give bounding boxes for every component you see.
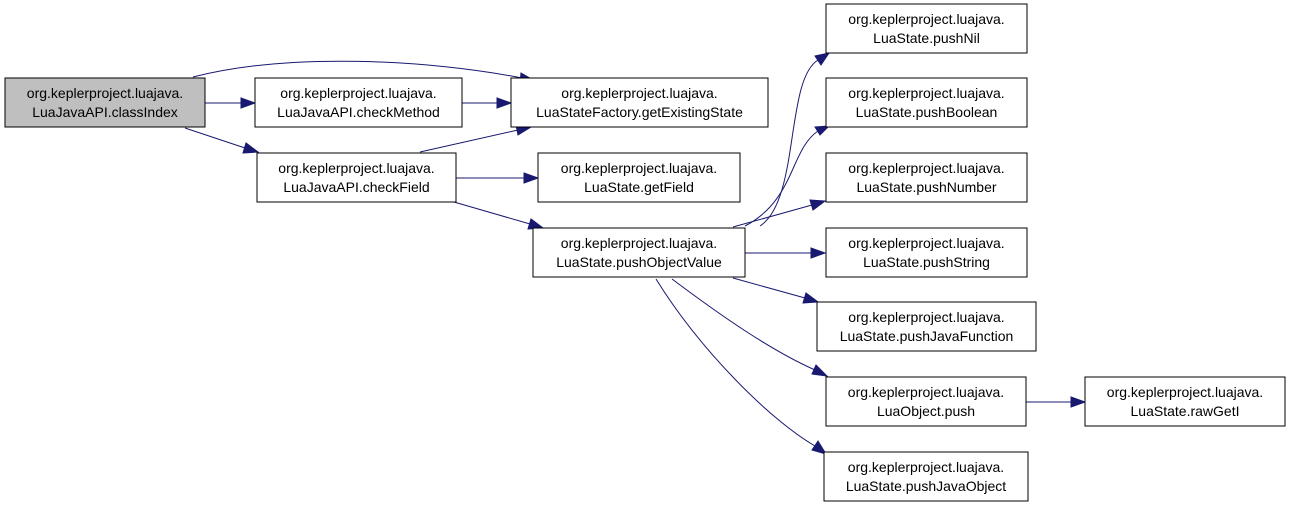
node-pushObjectValue-package: org.keplerproject.luajava. bbox=[561, 235, 717, 251]
node-classIndex[interactable]: org.keplerproject.luajava. LuaJavaAPI.cl… bbox=[4, 77, 206, 128]
node-pushNil-method: LuaState.pushNil bbox=[873, 30, 980, 46]
node-pushObjectValue[interactable]: org.keplerproject.luajava. LuaState.push… bbox=[532, 227, 746, 278]
edge-pushObjectValue-pushNumber bbox=[732, 199, 827, 228]
node-classIndex-method: LuaJavaAPI.classIndex bbox=[32, 104, 178, 120]
node-getExistingState-method: LuaStateFactory.getExistingState bbox=[536, 104, 743, 120]
node-checkMethod[interactable]: org.keplerproject.luajava. LuaJavaAPI.ch… bbox=[254, 77, 463, 128]
node-rawGetI-method: LuaState.rawGetI bbox=[1131, 403, 1240, 419]
node-pushJavaObject[interactable]: org.keplerproject.luajava. LuaState.push… bbox=[823, 451, 1029, 502]
node-checkMethod-method: LuaJavaAPI.checkMethod bbox=[277, 104, 440, 120]
node-pushNumber[interactable]: org.keplerproject.luajava. LuaState.push… bbox=[825, 152, 1028, 203]
node-pushJavaFunction[interactable]: org.keplerproject.luajava. LuaState.push… bbox=[816, 301, 1037, 352]
node-pushNumber-method: LuaState.pushNumber bbox=[856, 179, 996, 195]
edge-checkMethod-getExistingState bbox=[462, 97, 513, 109]
node-pushObjectValue-method: LuaState.pushObjectValue bbox=[556, 254, 722, 270]
edge-luaObjectPush-rawGetI bbox=[1026, 396, 1087, 408]
node-getExistingState-package: org.keplerproject.luajava. bbox=[561, 85, 717, 101]
node-checkField-method: LuaJavaAPI.checkField bbox=[283, 179, 429, 195]
edge-pushObjectValue-pushJavaObject bbox=[655, 278, 828, 455]
node-pushString[interactable]: org.keplerproject.luajava. LuaState.push… bbox=[825, 227, 1028, 278]
node-getExistingState[interactable]: org.keplerproject.luajava. LuaStateFacto… bbox=[510, 77, 769, 128]
edge-pushObjectValue-pushJavaFunction bbox=[732, 277, 820, 304]
edge-pushObjectValue-pushBoolean bbox=[744, 125, 831, 227]
edge-classIndex-checkMethod bbox=[205, 97, 257, 109]
node-checkField-package: org.keplerproject.luajava. bbox=[278, 160, 434, 176]
node-pushJavaFunction-package: org.keplerproject.luajava. bbox=[848, 309, 1004, 325]
node-luaObjectPush-package: org.keplerproject.luajava. bbox=[848, 384, 1004, 400]
node-getField-method: LuaState.getField bbox=[584, 179, 694, 195]
node-checkField[interactable]: org.keplerproject.luajava. LuaJavaAPI.ch… bbox=[256, 152, 457, 203]
edge-classIndex-checkField bbox=[184, 127, 260, 154]
edge-checkField-pushObjectValue bbox=[453, 201, 545, 230]
node-pushBoolean[interactable]: org.keplerproject.luajava. LuaState.push… bbox=[825, 77, 1028, 128]
node-pushNil-package: org.keplerproject.luajava. bbox=[848, 11, 1004, 27]
node-pushString-package: org.keplerproject.luajava. bbox=[848, 235, 1004, 251]
edge-pushObjectValue-pushString bbox=[745, 247, 827, 259]
node-pushNil[interactable]: org.keplerproject.luajava. LuaState.push… bbox=[825, 3, 1028, 54]
node-pushJavaObject-package: org.keplerproject.luajava. bbox=[848, 459, 1004, 475]
node-pushJavaObject-method: LuaState.pushJavaObject bbox=[846, 478, 1006, 494]
node-pushBoolean-package: org.keplerproject.luajava. bbox=[848, 85, 1004, 101]
node-luaObjectPush[interactable]: org.keplerproject.luajava. LuaObject.pus… bbox=[825, 376, 1027, 427]
edge-checkField-getField bbox=[456, 172, 540, 184]
node-pushString-method: LuaState.pushString bbox=[863, 254, 990, 270]
node-pushBoolean-method: LuaState.pushBoolean bbox=[856, 104, 998, 120]
edge-checkField-getExistingState bbox=[419, 124, 533, 153]
node-getField-package: org.keplerproject.luajava. bbox=[561, 160, 717, 176]
edge-pushObjectValue-luaObjectPush bbox=[671, 278, 829, 377]
node-pushJavaFunction-method: LuaState.pushJavaFunction bbox=[840, 328, 1014, 344]
node-luaObjectPush-method: LuaObject.push bbox=[877, 403, 975, 419]
edge-pushObjectValue-pushNil bbox=[759, 52, 831, 227]
node-getField[interactable]: org.keplerproject.luajava. LuaState.getF… bbox=[537, 152, 741, 203]
node-rawGetI[interactable]: org.keplerproject.luajava. LuaState.rawG… bbox=[1084, 376, 1286, 427]
node-checkMethod-package: org.keplerproject.luajava. bbox=[280, 85, 436, 101]
node-rawGetI-package: org.keplerproject.luajava. bbox=[1107, 384, 1263, 400]
node-pushNumber-package: org.keplerproject.luajava. bbox=[848, 160, 1004, 176]
node-classIndex-package: org.keplerproject.luajava. bbox=[27, 85, 183, 101]
